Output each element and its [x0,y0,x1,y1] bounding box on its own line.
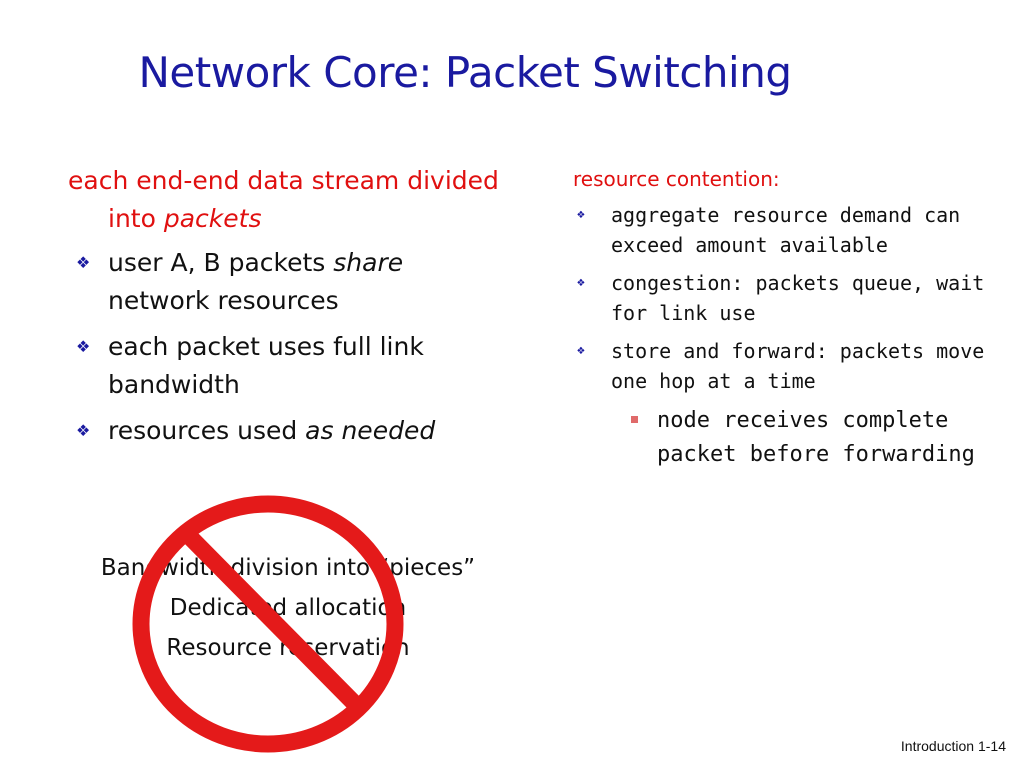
slide-footer: Introduction 1-14 [900,738,1006,754]
right-column: resource contention: ❖ aggregate resourc… [573,164,1003,472]
right-bullet-text: aggregate resource demand can exceed amo… [611,203,961,257]
left-lead-emphasis: packets [163,204,262,233]
diamond-bullet-icon: ❖ [76,337,91,356]
right-bullet: ❖ congestion: packets queue, wait for li… [573,268,1003,328]
square-bullet-icon [631,416,638,423]
diamond-bullet-icon: ❖ [577,207,585,222]
left-bullet-text: user A, B packets [108,248,334,277]
left-lead-text: each end-end data stream divided into [68,166,499,233]
crossed-out-line: Dedicated allocation [169,595,407,621]
right-lead: resource contention: [573,167,780,191]
right-bullet-text: congestion: packets queue, wait for link… [611,271,985,325]
right-bullet: ❖ store and forward: packets move one ho… [573,336,1003,396]
diamond-bullet-icon: ❖ [76,253,91,272]
slide-title: Network Core: Packet Switching [138,48,792,97]
left-bullet-text: resources used [108,416,306,445]
right-sub-bullet-text: node receives complete packet before for… [657,408,975,467]
left-lead: each end-end data stream divided into pa… [68,162,508,238]
right-bullet-text: store and forward: packets move one hop … [611,339,985,393]
left-bullet-emphasis: as needed [305,416,436,445]
crossed-out-line: Resource reservation [166,635,410,661]
diamond-bullet-icon: ❖ [577,275,585,290]
diamond-bullet-icon: ❖ [577,343,585,358]
right-sub-bullet: node receives complete packet before for… [573,404,1003,472]
left-column: each end-end data stream divided into pa… [68,162,508,458]
crossed-out-line: Bandwidth division into “pieces” [100,555,476,581]
left-bullet: ❖ user A, B packets share network resour… [68,244,508,320]
left-bullet: ❖ resources used as needed [68,412,508,450]
left-bullet-emphasis: share [333,248,404,277]
left-bullet: ❖ each packet uses full link bandwidth [68,328,508,404]
diamond-bullet-icon: ❖ [76,421,91,440]
crossed-out-block: Bandwidth division into “pieces” Dedicat… [48,548,528,668]
left-bullet-text: each packet uses full link bandwidth [108,332,424,399]
right-bullet: ❖ aggregate resource demand can exceed a… [573,200,1003,260]
left-bullet-suffix: network resources [108,286,339,315]
